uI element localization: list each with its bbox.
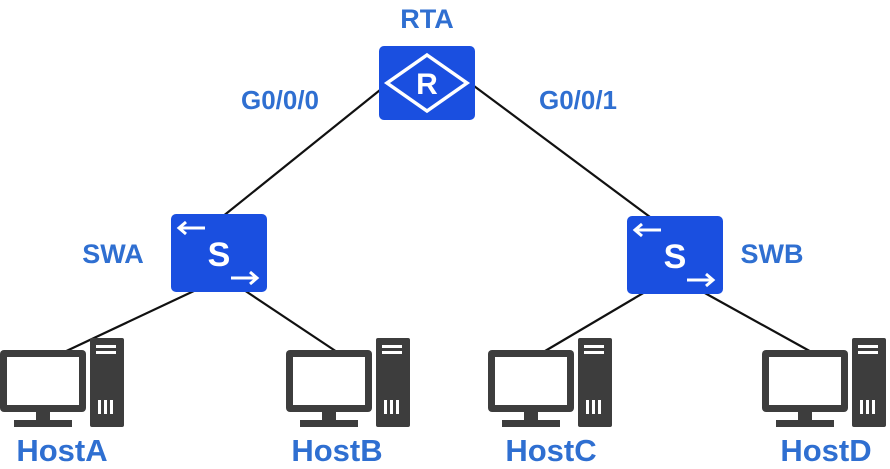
host-b-label: HostB: [291, 433, 382, 468]
link-swa-hostb: [243, 289, 341, 355]
host-d-computer-icon[interactable]: [762, 338, 886, 427]
host-d-label: HostD: [780, 433, 871, 468]
router-symbol: R: [416, 68, 438, 101]
link-swb-hostd: [702, 291, 816, 355]
switch-swb-label: SWB: [741, 239, 804, 269]
router-rta-icon[interactable]: R: [379, 46, 475, 120]
host-b-computer-icon[interactable]: [286, 338, 410, 427]
switch-swa-label: SWA: [82, 239, 144, 269]
link-swb-hostc: [539, 291, 646, 355]
host-c-label: HostC: [505, 433, 596, 468]
port-label-g000: G0/0/0: [241, 85, 319, 115]
links: [59, 85, 816, 355]
switch-swa-icon[interactable]: S: [169, 212, 269, 294]
host-a-computer-icon[interactable]: [0, 338, 124, 427]
link-rta-swb: [473, 85, 651, 218]
host-a-label: HostA: [16, 433, 107, 468]
host-c-computer-icon[interactable]: [488, 338, 612, 427]
switch-symbol: S: [664, 238, 687, 276]
router-label: RTA: [400, 4, 454, 34]
switch-swb-icon[interactable]: S: [625, 214, 725, 296]
switch-symbol: S: [208, 236, 231, 274]
link-swa-hosta: [59, 289, 197, 355]
link-rta-swa: [221, 85, 386, 218]
port-label-g001: G0/0/1: [539, 85, 617, 115]
